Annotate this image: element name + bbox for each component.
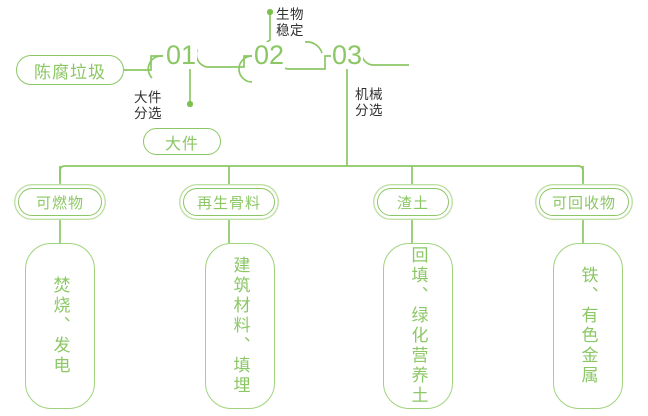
annotation-mechanical-sorting-line1: 机械 — [355, 87, 383, 102]
wire-03-right-tail — [360, 47, 409, 66]
wire-01-to-02 — [195, 49, 252, 68]
box-destination-recyclables-text: 铁、有色金属 — [578, 266, 598, 386]
annotation-mechanical-sorting-line2: 分选 — [355, 102, 383, 118]
wire-02-left-arc — [238, 55, 253, 83]
stage-number-03[interactable]: 03 — [331, 40, 364, 70]
box-destination-slag-soil[interactable]: 回填、绿化营养土 — [383, 243, 453, 409]
box-destination-recycled-aggregate-text: 建筑材料、填埋 — [230, 256, 250, 396]
annotation-biological-stabilization: 生物 稳定 — [276, 7, 304, 38]
annotation-bulky-sorting: 大件 分选 — [134, 90, 162, 121]
node-category-recycled-aggregate-label: 再生骨料 — [196, 194, 261, 212]
annotation-biological-stabilization-line2: 稳定 — [276, 22, 304, 38]
box-destination-recyclables[interactable]: 铁、有色金属 — [553, 243, 623, 409]
box-destination-combustibles-text: 焚烧、发电 — [50, 276, 70, 376]
node-category-combustibles[interactable]: 可燃物 — [18, 188, 102, 216]
dot-bulky-byproduct — [187, 101, 193, 107]
node-byproduct-bulky[interactable]: 大件 — [143, 128, 221, 155]
node-category-slag-soil[interactable]: 渣土 — [377, 188, 449, 216]
annotation-bulky-sorting-line1: 大件 — [134, 90, 162, 105]
stage-number-02[interactable]: 02 — [253, 40, 286, 70]
node-category-slag-soil-label: 渣土 — [396, 194, 429, 212]
box-destination-recycled-aggregate[interactable]: 建筑材料、填埋 — [205, 243, 275, 409]
wire-03-top-arc — [304, 41, 323, 54]
stage-number-01[interactable]: 01 — [165, 40, 198, 70]
annotation-mechanical-sorting: 机械 分选 — [355, 87, 383, 118]
node-byproduct-bulky-label: 大件 — [164, 135, 199, 153]
node-category-recycled-aggregate[interactable]: 再生骨料 — [183, 188, 275, 216]
wire-distribution-bus — [59, 165, 584, 181]
node-source-waste[interactable]: 陈腐垃圾 — [16, 55, 124, 85]
annotation-bulky-sorting-line2: 分选 — [134, 105, 162, 121]
node-category-combustibles-label: 可燃物 — [35, 194, 84, 212]
box-destination-slag-soil-text: 回填、绿化营养土 — [408, 246, 428, 406]
box-destination-combustibles[interactable]: 焚烧、发电 — [25, 243, 95, 409]
node-source-waste-label: 陈腐垃圾 — [34, 62, 106, 82]
node-category-recyclables[interactable]: 可回收物 — [539, 188, 629, 216]
wire-01-left-arc — [147, 55, 164, 79]
dot-biological-stabilization — [267, 9, 273, 15]
annotation-biological-stabilization-line1: 生物 — [276, 7, 304, 22]
node-category-recyclables-label: 可回收物 — [551, 194, 616, 212]
wire-source-to-01 — [124, 55, 163, 71]
